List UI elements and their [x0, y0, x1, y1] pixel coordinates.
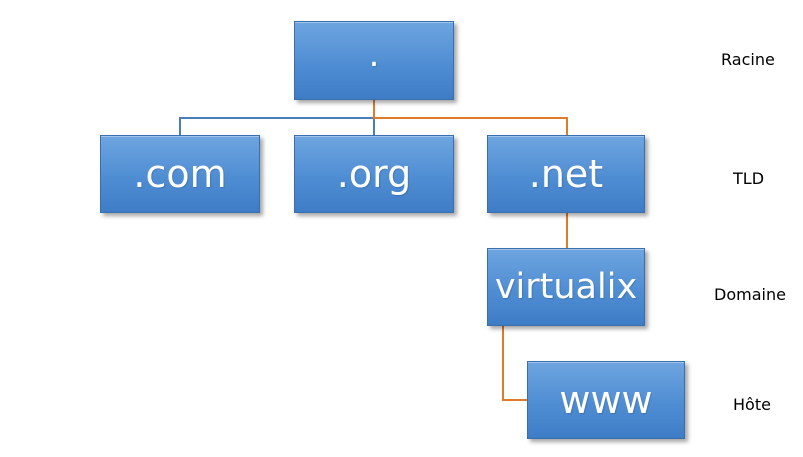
node-net: .net	[487, 135, 645, 213]
connector-root-com	[179, 100, 375, 135]
node-com: .com	[100, 135, 260, 213]
node-net-label: .net	[528, 152, 604, 196]
node-www-label: www	[559, 378, 653, 422]
connector-root-net	[373, 100, 568, 135]
node-org-label: .org	[336, 152, 412, 196]
node-virtualix-label: virtualix	[494, 267, 638, 307]
node-root: .	[294, 21, 454, 100]
level-label-root: Racine	[721, 50, 775, 69]
node-virtualix: virtualix	[487, 248, 645, 326]
connector-virtualix-www	[502, 326, 527, 401]
node-org: .org	[294, 135, 454, 213]
level-label-domain: Domaine	[714, 285, 786, 304]
node-com-label: .com	[133, 152, 227, 196]
node-www: www	[527, 361, 685, 439]
level-label-tld: TLD	[733, 169, 765, 188]
node-root-label: .	[368, 34, 380, 75]
level-label-host: Hôte	[733, 395, 771, 414]
